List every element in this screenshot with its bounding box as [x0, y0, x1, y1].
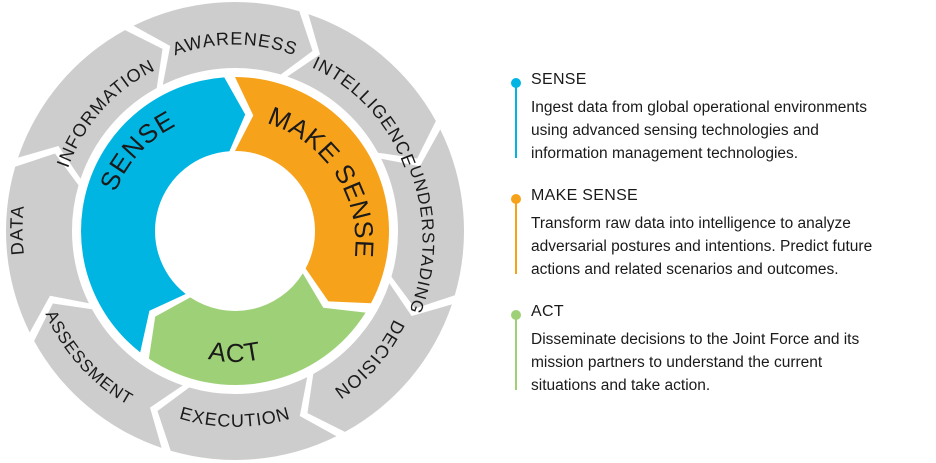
outer-segment-intelligence [287, 14, 436, 159]
legend-title-make-sense: MAKE SENSE [531, 187, 639, 204]
outer-segment-awareness [133, 1, 313, 85]
outer-segment-data [5, 153, 89, 333]
legend-line: Ingest data from global operational envi… [531, 99, 868, 116]
legend-title-act: ACT [531, 303, 564, 320]
legend-title-sense: SENSE [531, 71, 587, 88]
legend-line: information management technologies. [531, 145, 799, 162]
inner-segment-act [148, 273, 366, 386]
cycle-diagram: AWARENESS INTELLIGENCE UNDERSTADING DECI… [5, 1, 465, 461]
outer-segment-assessment [34, 303, 183, 448]
legend-line: actions and related scenarios and outcom… [531, 261, 839, 278]
make-sense-bullet-icon [511, 194, 521, 204]
svg-text:ACT: ACT [207, 335, 264, 368]
act-indicator-line [515, 316, 517, 390]
segment-label-data: DATA [6, 204, 26, 256]
legend-description-make-sense: Transform raw data into intelligence to … [531, 212, 872, 281]
legend-description-act: Disseminate decisions to the Joint Force… [531, 328, 859, 397]
outer-segment-execution [157, 377, 337, 461]
legend-line: adversarial postures and intentions. Pre… [531, 238, 873, 255]
legend-line: mission partners to understand the curre… [531, 354, 823, 371]
svg-text:DATA: DATA [6, 204, 27, 256]
legend-line: situations and take action. [531, 377, 711, 394]
sense-bullet-icon [511, 78, 521, 88]
legend-line: Transform raw data into intelligence to … [531, 215, 851, 232]
outer-segment-understanding [381, 129, 465, 309]
make-sense-indicator-line [515, 200, 517, 274]
outer-segment-decision [307, 283, 452, 432]
sense-indicator-line [515, 84, 517, 158]
inner-segment-make-sense [235, 77, 389, 304]
legend-line: Disseminate decisions to the Joint Force… [531, 331, 860, 348]
act-bullet-icon [511, 310, 521, 320]
inner-label-act: ACT [207, 335, 263, 368]
outer-segment-information [18, 30, 163, 179]
legend-description-sense: Ingest data from global operational envi… [531, 96, 867, 165]
legend-line: using advanced sensing technologies and [531, 122, 819, 139]
inner-segment-sense [81, 77, 246, 353]
